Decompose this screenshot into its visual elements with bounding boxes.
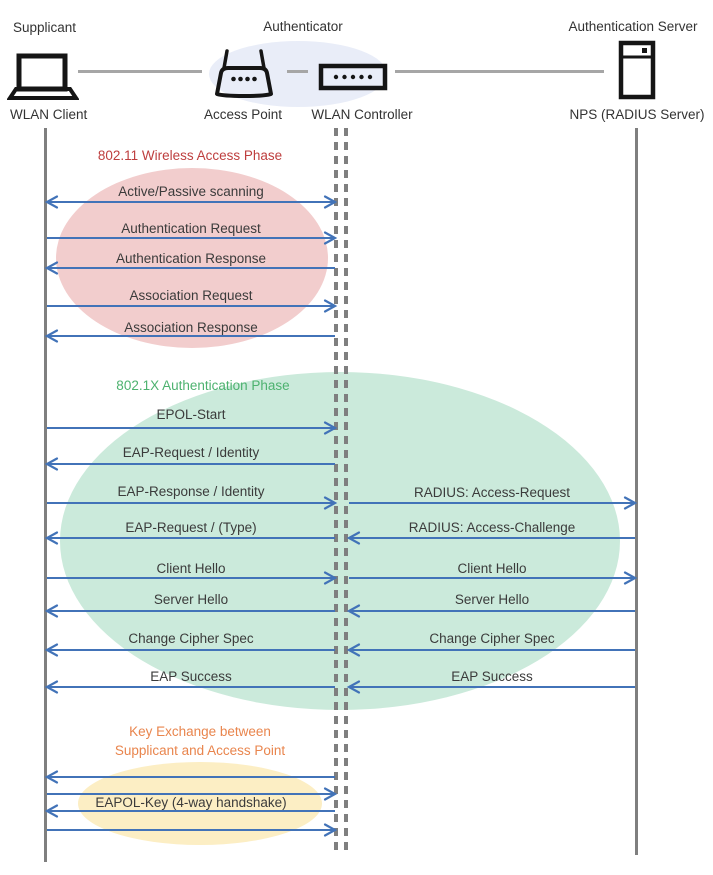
message-label: Change Cipher Spec: [128, 631, 254, 646]
role-label-authenticator: Authenticator: [263, 19, 343, 34]
message-label: EAP Success: [150, 669, 232, 684]
role-label-authentication-server: Authentication Server: [568, 19, 698, 34]
node-label-wlan-client: WLAN Client: [10, 107, 88, 122]
laptop-icon: [7, 53, 79, 100]
message-arrow: [44, 329, 335, 343]
phase-8021x-title: 802.1X Authentication Phase: [116, 378, 290, 393]
message-label: Server Hello: [454, 592, 530, 607]
message-arrow: [44, 804, 335, 818]
lifeline-dashed: [334, 128, 338, 852]
message-label: RADIUS: Access-Request: [413, 485, 571, 500]
message-label: Server Hello: [153, 592, 229, 607]
server-icon: [618, 40, 656, 100]
message-arrow: [44, 261, 335, 275]
wlan-controller-icon: [318, 63, 388, 91]
node-label-access-point: Access Point: [203, 107, 283, 122]
lifeline-solid: [44, 128, 47, 862]
message-arrow: [47, 571, 338, 585]
connector-client-to-ap: [78, 70, 202, 73]
message-arrow: [349, 496, 638, 510]
phase-80211-ellipse: [56, 168, 328, 348]
message-arrow: [44, 770, 335, 784]
node-label-nps: NPS (RADIUS Server): [569, 107, 705, 122]
message-arrow: [44, 457, 335, 471]
access-point-icon: [215, 49, 273, 98]
message-label: Client Hello: [457, 561, 527, 576]
message-label: EAP Success: [451, 669, 533, 684]
message-label: EAP-Request / (Type): [125, 520, 257, 535]
message-arrow: [44, 195, 338, 209]
node-label-wlan-controller: WLAN Controller: [311, 107, 413, 122]
message-label: RADIUS: Access-Challenge: [408, 520, 576, 535]
message-label: EAP-Request / Identity: [122, 445, 260, 460]
message-label: EPOL-Start: [156, 407, 226, 422]
message-arrow: [44, 643, 335, 657]
message-arrow: [346, 680, 635, 694]
role-label-supplicant: Supplicant: [13, 20, 77, 35]
message-label: Change Cipher Spec: [429, 631, 555, 646]
message-arrow: [47, 421, 338, 435]
message-label: Authentication Request: [121, 221, 261, 236]
message-arrow: [346, 604, 635, 618]
message-label: EAPOL-Key (4-way handshake): [95, 795, 287, 810]
message-arrow: [47, 823, 338, 837]
message-arrow: [346, 531, 635, 545]
message-label: Association Request: [129, 288, 253, 303]
message-arrow: [47, 787, 338, 801]
message-label: Association Response: [124, 320, 258, 335]
message-arrow: [44, 604, 335, 618]
message-label: Authentication Response: [115, 251, 267, 266]
phase-key-exchange-ellipse: [78, 762, 322, 845]
message-arrow: [349, 571, 638, 585]
lifeline-dashed: [344, 128, 348, 852]
lifeline-solid: [635, 128, 638, 855]
message-arrow: [44, 531, 335, 545]
message-arrow: [47, 299, 338, 313]
message-arrow: [44, 680, 335, 694]
message-label: Client Hello: [156, 561, 226, 576]
phase-80211-title: 802.11 Wireless Access Phase: [97, 148, 283, 163]
connector-ap-to-controller: [287, 70, 308, 73]
message-arrow: [47, 231, 338, 245]
message-label: EAP-Response / Identity: [117, 484, 265, 499]
message-arrow: [346, 643, 635, 657]
connector-controller-to-server: [395, 70, 604, 73]
message-label: Active/Passive scanning: [118, 184, 264, 199]
message-arrow: [47, 496, 338, 510]
